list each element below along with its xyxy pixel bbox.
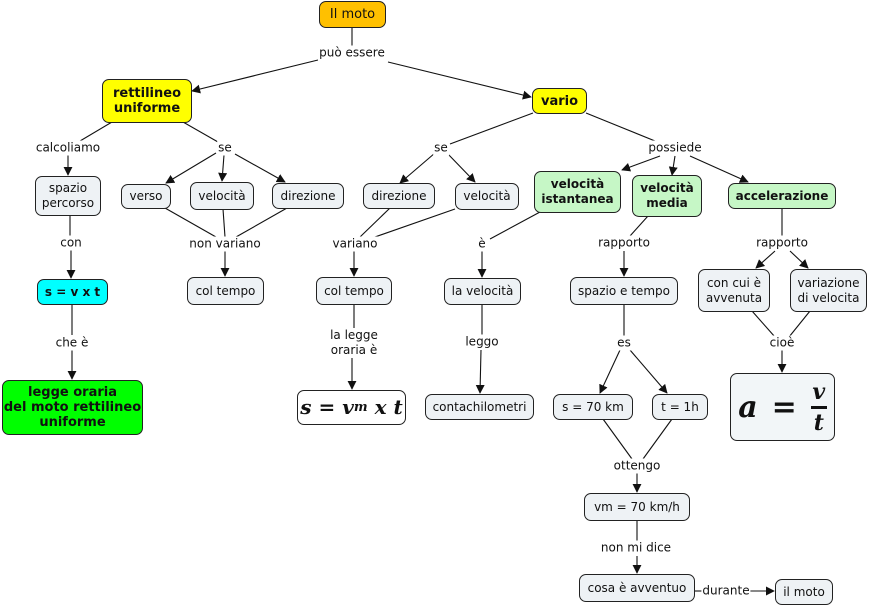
formula-s: s <box>300 395 312 419</box>
formula-subscript-m: m <box>353 400 368 415</box>
link-calcoliamo: calcoliamo <box>34 140 102 156</box>
node-direzione-1[interactable]: direzione <box>272 183 344 209</box>
link-che-e: che è <box>54 335 90 351</box>
node-il-moto-2[interactable]: il moto <box>775 579 833 605</box>
node-il-moto[interactable]: Il moto <box>319 1 386 28</box>
node-s-70-km[interactable]: s = 70 km <box>553 394 633 420</box>
node-spazio-e-tempo[interactable]: spazio e tempo <box>570 277 678 305</box>
formula-equals: = <box>318 395 336 419</box>
link-durante: durante <box>701 583 751 599</box>
node-velocita-2[interactable]: velocità <box>455 183 519 210</box>
node-legge-oraria[interactable]: legge oraria del moto rettilineo uniform… <box>2 380 143 435</box>
node-verso[interactable]: verso <box>121 184 171 209</box>
formula-fraction: v t <box>810 378 827 436</box>
formula-a: a <box>738 389 758 425</box>
formula-equals: = <box>771 389 797 425</box>
link-non-mi-dice: non mi dice <box>599 540 673 556</box>
link-rapporto-1: rapporto <box>597 235 651 251</box>
link-puo-essere: può essere <box>318 45 386 61</box>
link-con: con <box>59 235 83 251</box>
node-col-tempo-1[interactable]: col tempo <box>187 277 264 305</box>
node-la-velocita[interactable]: la velocità <box>444 278 521 305</box>
node-rettilineo-uniforme[interactable]: rettilineo uniforme <box>102 79 192 123</box>
link-cioe: cioè <box>768 335 796 351</box>
node-variazione-di-velocita[interactable]: variazione di velocita <box>790 269 867 312</box>
link-non-variano: non variano <box>188 236 262 252</box>
link-se-2: se <box>433 140 449 156</box>
link-ottengo: ottengo <box>612 458 662 474</box>
fraction-bar <box>810 405 827 409</box>
link-es: es <box>616 335 632 351</box>
node-col-tempo-2[interactable]: col tempo <box>316 277 392 305</box>
link-se-1: se <box>217 140 233 156</box>
node-accelerazione[interactable]: accelerazione <box>728 183 836 209</box>
formula-denominator: t <box>813 409 824 436</box>
formula-x: x <box>374 395 387 419</box>
node-formula-s-vt[interactable]: s = v x t <box>37 279 108 305</box>
node-velocita-1[interactable]: velocità <box>190 182 254 210</box>
link-variano: variano <box>331 236 379 252</box>
node-velocita-media[interactable]: velocità media <box>632 175 702 217</box>
node-vario[interactable]: vario <box>532 88 587 114</box>
node-spazio-percorso[interactable]: spazio percorso <box>35 176 101 216</box>
link-la-legge-oraria-e: la legge oraria è <box>329 328 379 358</box>
link-e: è <box>477 236 487 252</box>
node-cosa-e-avventuo[interactable]: cosa è avventuo <box>579 574 695 602</box>
node-t-1h[interactable]: t = 1h <box>652 394 708 420</box>
link-possiede: possiede <box>647 140 703 156</box>
formula-numerator: v <box>812 378 826 405</box>
link-leggo: leggo <box>464 334 500 350</box>
link-rapporto-2: rapporto <box>755 235 809 251</box>
node-formula-a-v-t[interactable]: a = v t <box>730 373 835 441</box>
formula-v: v <box>342 395 354 419</box>
node-velocita-istantanea[interactable]: velocità istantanea <box>534 171 621 213</box>
node-contachilometri[interactable]: contachilometri <box>425 394 534 420</box>
node-direzione-2[interactable]: direzione <box>363 183 435 209</box>
formula-t: t <box>393 395 403 419</box>
node-con-cui-e-avvenuta[interactable]: con cui è avvenuta <box>698 269 770 312</box>
node-vm-70-kmh[interactable]: vm = 70 km/h <box>584 493 690 521</box>
